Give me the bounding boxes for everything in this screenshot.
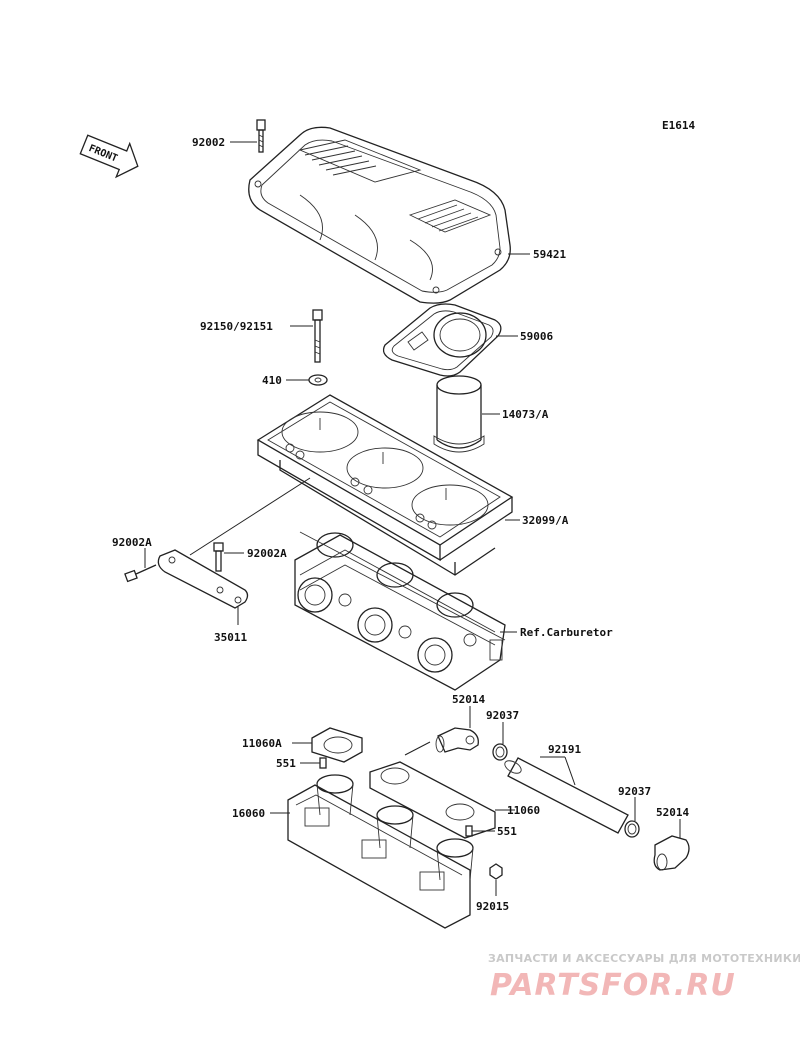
watermark-brand: PARTSFOR.RU [490, 968, 736, 1003]
gasket-11060 [369, 761, 496, 839]
label-92150: 92150/92151 [200, 320, 273, 333]
bolt-92002a-left-icon [124, 564, 157, 583]
hose-92191 [504, 757, 629, 834]
pin-551-right-icon [465, 825, 473, 837]
bolt-92002-icon [256, 119, 266, 153]
label-92002a-right: 92002A [247, 547, 287, 560]
label-92015: 92015 [476, 900, 509, 913]
label-551-right: 551 [497, 825, 517, 838]
air-filter-element [382, 303, 502, 377]
label-11060a: 11060A [242, 737, 282, 750]
washer-410-icon [308, 374, 328, 386]
bolt-92150-icon [312, 309, 323, 363]
label-92037-top: 92037 [486, 709, 519, 722]
label-52014-right: 52014 [656, 806, 689, 819]
label-59421: 59421 [533, 248, 566, 261]
carburetor-assembly [294, 531, 506, 691]
elbow-52014-top [435, 727, 479, 753]
elbow-52014-right [653, 835, 690, 871]
gasket-11060a [311, 727, 363, 763]
label-410: 410 [262, 374, 282, 387]
air-cleaner-cover [248, 126, 511, 304]
label-59006: 59006 [520, 330, 553, 343]
label-92002: 92002 [192, 136, 225, 149]
front-arrow-icon: FRONT [79, 134, 139, 179]
label-11060: 11060 [507, 804, 540, 817]
label-16060: 16060 [232, 807, 265, 820]
clamp-92037-right-icon [624, 820, 640, 838]
label-92037-right: 92037 [618, 785, 651, 798]
label-52014-top: 52014 [452, 693, 485, 706]
intake-manifold-16060 [287, 774, 474, 929]
label-35011: 35011 [214, 631, 247, 644]
label-92002a-left: 92002A [112, 536, 152, 549]
air-box-base [256, 394, 514, 576]
watermark-tagline: ЗАПЧАСТИ И АКСЕССУАРЫ ДЛЯ МОТОТЕХНИКИ [488, 952, 800, 965]
label-32099: 32099/A [522, 514, 569, 527]
label-14073: 14073/A [502, 408, 549, 421]
filter-cylinder [433, 375, 485, 453]
label-ref-carburetor: Ref.Carburetor [520, 626, 613, 639]
clamp-92037-top-icon [492, 743, 508, 761]
nut-92015-icon [489, 863, 503, 880]
label-92191: 92191 [548, 743, 581, 756]
bracket-35011 [157, 549, 249, 609]
label-551-left: 551 [276, 757, 296, 770]
diagram-code: E1614 [662, 119, 695, 132]
bolt-92002a-right-icon [213, 542, 224, 572]
pin-551-left-icon [319, 757, 327, 769]
